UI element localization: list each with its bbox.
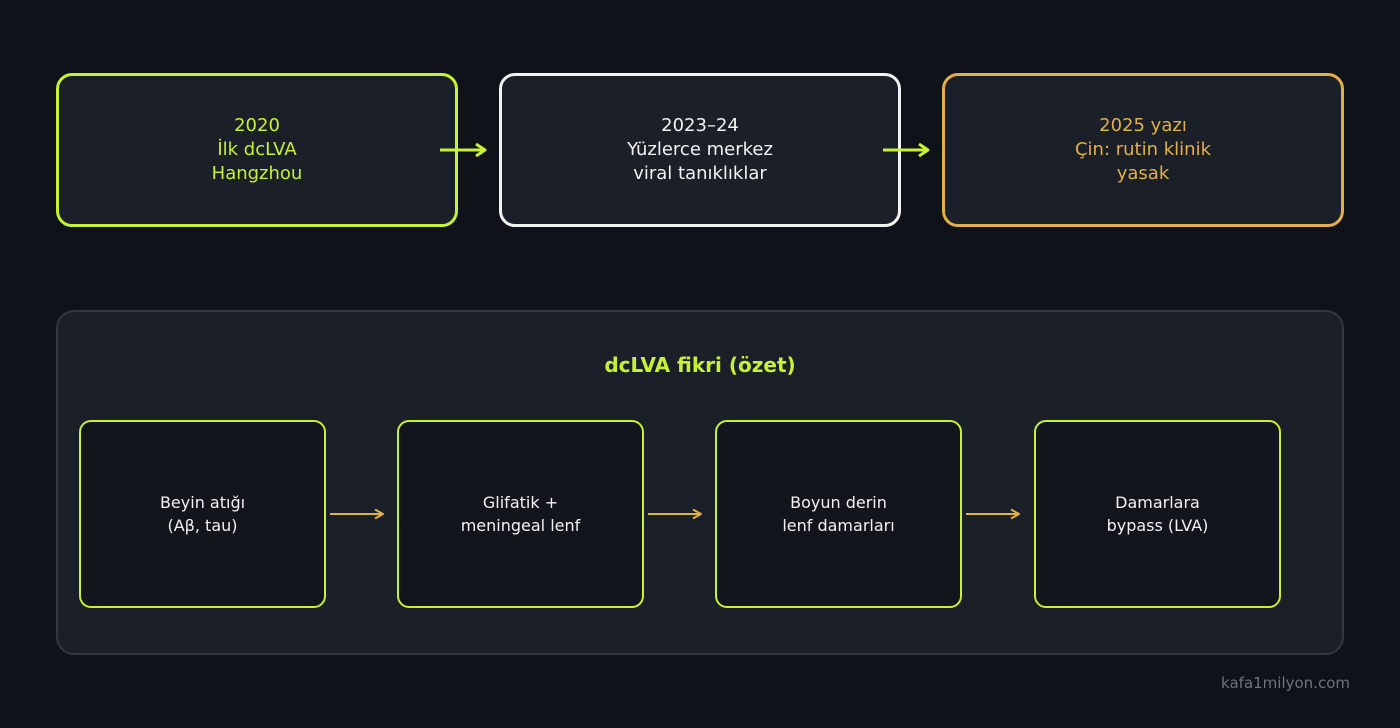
step-text-glymphatic: Glifatik + meningeal lenf	[460, 493, 581, 535]
step-box-neck-lymph: Boyun derin lenf damarları	[715, 420, 962, 608]
step-box-brain-waste: Beyin atığı (Aβ, tau)	[79, 420, 326, 608]
step-box-bypass: Damarlara bypass (LVA)	[1034, 420, 1281, 608]
timeline-arrow-2	[883, 142, 930, 158]
watermark: kafa1milyon.com	[1221, 674, 1350, 692]
timeline-box-2023: 2023–24 Yüzlerce merkez viral tanıklıkla…	[499, 73, 901, 227]
timeline-arrow-1	[440, 142, 487, 158]
timeline-text-2020: 2020 İlk dcLVA Hangzhou	[211, 115, 303, 184]
timeline-box-2025: 2025 yazı Çin: rutin klinik yasak	[942, 73, 1344, 227]
step-text-bypass: Damarlara bypass (LVA)	[1106, 493, 1209, 535]
step-box-glymphatic: Glifatik + meningeal lenf	[397, 420, 644, 608]
step-arrow-1	[330, 508, 384, 520]
step-arrow-2	[648, 508, 702, 520]
step-text-neck-lymph: Boyun derin lenf damarları	[782, 493, 895, 535]
step-arrow-3	[966, 508, 1020, 520]
timeline-text-2023: 2023–24 Yüzlerce merkez viral tanıklıkla…	[627, 115, 773, 184]
step-text-brain-waste: Beyin atığı (Aβ, tau)	[159, 493, 246, 535]
timeline-text-2025: 2025 yazı Çin: rutin klinik yasak	[1074, 115, 1212, 184]
timeline-box-2020: 2020 İlk dcLVA Hangzhou	[56, 73, 458, 227]
summary-panel: dcLVA fikri (özet) Beyin atığı (Aβ, tau)…	[56, 310, 1344, 655]
panel-title: dcLVA fikri (özet)	[604, 353, 796, 377]
